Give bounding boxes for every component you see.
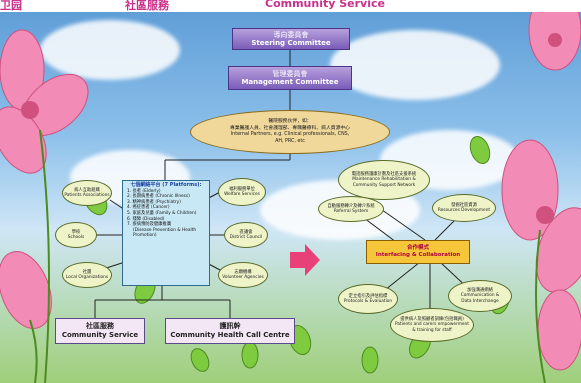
- node-en: Schools: [67, 235, 85, 240]
- node-en: Patients and carers empowerment: [395, 322, 469, 328]
- node-en: Patients Associations: [64, 193, 110, 198]
- protocols-evaluation-oval: 定立指引及評估指標 Protocols & Evaluation: [338, 284, 398, 314]
- volunteer-agencies-oval: 志願機構 Volunteer Agencies: [218, 262, 268, 288]
- node-zh: 福利服務單位: [229, 186, 255, 192]
- header-chinese-title: 社區服務: [125, 0, 169, 12]
- resources-development-oval: 發掘社區資源 Resources Development: [432, 194, 496, 222]
- node-en: Welfare Services: [224, 192, 260, 197]
- referral-system-oval: 自動服務轉介及轉介系統 Referral System: [318, 196, 384, 222]
- maintenance-rehab-oval: 電話服務護康計劃及社區支援系統 Maintenance Rehabilitati…: [338, 160, 430, 200]
- node-zh: 加強溝通網絡: [467, 287, 493, 293]
- platform-item: 7. 疾病預防及健康推廣: [127, 222, 172, 228]
- node-en: Data Interchange: [461, 298, 499, 304]
- center-zh: 合作模式: [406, 245, 429, 251]
- node-zh: 提供病人及照顧者訓練(包括職員): [400, 316, 464, 322]
- node-zh: 自動服務轉介及轉介系統: [327, 203, 375, 209]
- steering-zh: 導向委員會: [273, 31, 309, 39]
- empowerment-training-oval: 提供病人及照顧者訓練(包括職員) Patients and carers emp…: [390, 308, 474, 342]
- node-en: & training for staff: [412, 327, 452, 333]
- node-en: Protocols & Evaluation: [343, 299, 393, 304]
- node-zh: 社團: [82, 269, 92, 275]
- node-zh: 區議會: [239, 229, 253, 235]
- platform-item: 6. 殘障 (Disabled): [127, 216, 165, 222]
- node-zh: 學校: [71, 229, 81, 235]
- steering-committee-box: 導向委員會 Steering Committee: [232, 28, 350, 50]
- internal-partners-oval: 醫院服務伙伴，如： 專業醫護人員、社會護理部、專職醫療科、病人資源中心 Inte…: [190, 110, 390, 154]
- partners-en-1: Internal Partners, e.g. Clinical profess…: [230, 132, 350, 137]
- node-zh: 定立指引及評估指標: [348, 293, 388, 299]
- node-en: Communication &: [460, 293, 500, 299]
- steering-en: Steering Committee: [251, 39, 331, 47]
- node-en: Maintenance Rehabilitation &: [352, 177, 416, 183]
- seven-platforms-box: 七個網絡平台 (7 Platforms): 1. 長者 (Elderly) 2.…: [122, 180, 210, 286]
- communication-oval: 加強溝通網絡 Communication & Data Interchange: [448, 280, 512, 312]
- node-en: Resources Development: [437, 208, 491, 213]
- node-zh: 電話服務護康計劃及社區支援系統: [351, 171, 417, 177]
- partners-en-2: AH, PRC, etc: [275, 138, 305, 144]
- community-service-en: Community Service: [61, 331, 139, 339]
- node-en: Referral System: [333, 209, 369, 214]
- center-en: Interfacing & Collaboration: [375, 252, 461, 258]
- partners-zh-1: 醫院服務伙伴，如：: [268, 119, 312, 124]
- management-committee-box: 管理委員會 Management Committee: [228, 66, 352, 90]
- community-service-box: 社區服務 Community Service: [55, 318, 145, 344]
- node-en: Volunteer Agencies: [222, 275, 264, 280]
- node-en: District Council: [229, 235, 263, 240]
- management-en: Management Committee: [241, 78, 339, 86]
- platform-item-7-en-2: Promotion): [133, 233, 157, 239]
- community-service-zh: 社區服務: [86, 322, 114, 330]
- call-centre-box: 護訊幹 Community Health Call Centre: [165, 318, 295, 344]
- page-header: 卫园 社區服務 Community Service: [0, 0, 581, 12]
- platform-item: 4. 癌症患者 (Cancer): [127, 205, 170, 211]
- node-zh: 發掘社區資源: [451, 202, 477, 208]
- header-english-title: Community Service: [265, 0, 385, 10]
- district-council-oval: 區議會 District Council: [224, 222, 268, 248]
- platforms-title: 七個網絡平台 (7 Platforms):: [130, 182, 202, 188]
- platform-item: 1. 長者 (Elderly): [127, 188, 161, 194]
- cloud: [40, 20, 180, 80]
- cloud: [330, 30, 500, 100]
- partners-zh-2: 專業醫護人員、社會護理部、專職醫療科、病人資源中心: [230, 125, 350, 131]
- call-centre-en: Community Health Call Centre: [170, 331, 290, 339]
- welfare-services-oval: 福利服務單位 Welfare Services: [218, 178, 266, 206]
- node-zh: 病人互助組織: [74, 187, 100, 193]
- management-zh: 管理委員會: [272, 70, 308, 78]
- platform-item-7-en-1: (Disease Prevention & Health: [133, 227, 197, 233]
- platform-item: 2. 長期病患者 (Chronic Illness): [127, 194, 190, 200]
- interfacing-collaboration-box: 合作模式 Interfacing & Collaboration: [366, 240, 470, 264]
- platform-item: 5. 家庭及兒童 (Family & Children): [127, 210, 197, 216]
- node-en: Local Organizations: [65, 275, 109, 280]
- arrow-icon: [290, 244, 320, 276]
- node-zh: 志願機構: [234, 269, 252, 275]
- schools-oval: 學校 Schools: [55, 222, 97, 248]
- header-logo-fragment: 卫园: [0, 0, 22, 12]
- call-centre-zh: 護訊幹: [219, 322, 241, 330]
- node-en: Community Support Network: [352, 182, 416, 188]
- platform-item: 3. 精神病患者 (Psychiatry): [127, 199, 181, 205]
- patients-associations-oval: 病人互助組織 Patients Associations: [62, 180, 112, 206]
- local-organizations-oval: 社團 Local Organizations: [62, 262, 112, 288]
